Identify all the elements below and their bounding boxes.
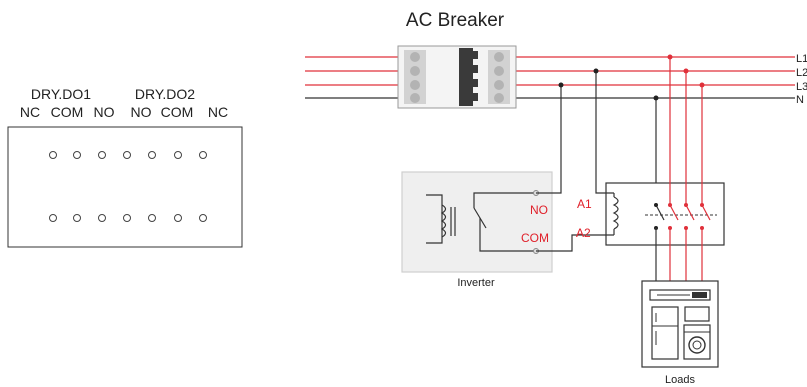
inverter-no-label: NO [530,203,548,217]
pin-label: NO [94,104,115,120]
pin-label: NC [208,104,228,120]
inverter-label: Inverter [457,277,495,289]
inverter-box [401,171,553,273]
dry-do2-label: DRY.DO2 [135,86,195,102]
breaker-title: AC Breaker [406,10,505,31]
line-label-l2: L2 [796,67,807,79]
line-label-l3: L3 [796,81,807,93]
terminal-block-body [7,126,243,248]
contactor-coil-icon [606,192,619,236]
pin-label: NC [20,104,40,120]
dry-do1-label: DRY.DO1 [31,86,91,102]
line-label-l1: L1 [796,53,807,65]
power-feed-wires [669,57,703,205]
pin-label: NO [131,104,152,120]
relay-coil-icon [426,192,536,252]
appliances-icon [641,280,719,368]
contactor-a2-label: A2 [576,226,591,240]
ac-breaker [397,45,517,109]
pin-label: COM [51,104,84,120]
terminal-holes [49,151,207,222]
inverter-com-label: COM [521,231,549,245]
contactor-a1-label: A1 [577,197,592,211]
contactor-switches [655,204,711,221]
bus-lines [305,56,795,99]
inverter-unit: NO COM Inverter [401,171,553,289]
terminal-block: DRY.DO1 DRY.DO2 NC COM NO NO COM NC [7,86,243,248]
line-label-n: N [796,94,804,106]
contactor-box [605,182,725,246]
load-wires [655,228,703,285]
loads-label: Loads [665,374,695,386]
pin-label: COM [161,104,194,120]
contactor: A1 A2 [576,182,725,246]
